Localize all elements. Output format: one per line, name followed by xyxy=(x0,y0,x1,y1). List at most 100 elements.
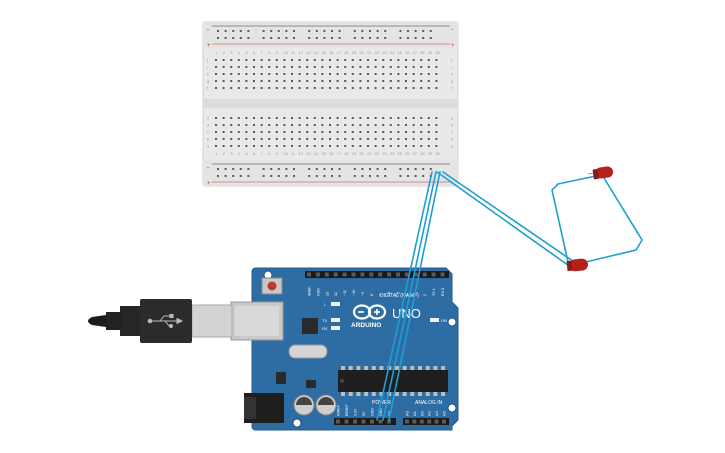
wire-breadboard-to-5v[interactable] xyxy=(376,171,433,421)
breadboard-hole[interactable] xyxy=(321,117,324,119)
breadboard-hole[interactable] xyxy=(344,80,347,82)
rail-hole[interactable] xyxy=(429,168,432,170)
breadboard-hole[interactable] xyxy=(344,145,347,147)
rail-hole[interactable] xyxy=(232,175,235,177)
wire-led-top-left[interactable] xyxy=(551,175,597,263)
breadboard-hole[interactable] xyxy=(427,145,430,147)
rail-hole[interactable] xyxy=(361,175,364,177)
breadboard-hole[interactable] xyxy=(382,124,385,126)
breadboard-hole[interactable] xyxy=(397,80,400,82)
breadboard-hole[interactable] xyxy=(245,145,248,147)
breadboard-hole[interactable] xyxy=(427,59,430,61)
breadboard-hole[interactable] xyxy=(382,138,385,140)
digital-pin[interactable] xyxy=(413,272,418,277)
breadboard-hole[interactable] xyxy=(427,87,430,89)
breadboard-hole[interactable] xyxy=(397,66,400,68)
breadboard-hole[interactable] xyxy=(382,117,385,119)
digital-pin[interactable] xyxy=(404,272,409,277)
breadboard-hole[interactable] xyxy=(283,138,286,140)
breadboard-hole[interactable] xyxy=(237,131,240,133)
breadboard-hole[interactable] xyxy=(382,73,385,75)
breadboard-hole[interactable] xyxy=(275,138,278,140)
breadboard-hole[interactable] xyxy=(405,117,407,119)
breadboard-hole[interactable] xyxy=(215,117,217,119)
usb-cable[interactable] xyxy=(88,299,233,343)
rail-hole[interactable] xyxy=(224,30,227,32)
rail-hole[interactable] xyxy=(338,175,341,177)
rail-hole[interactable] xyxy=(422,37,425,39)
rail-hole[interactable] xyxy=(224,175,227,177)
breadboard-hole[interactable] xyxy=(230,145,233,147)
breadboard-hole[interactable] xyxy=(268,59,271,61)
breadboard-hole[interactable] xyxy=(336,131,339,133)
breadboard-hole[interactable] xyxy=(291,117,293,119)
breadboard-hole[interactable] xyxy=(374,80,377,82)
breadboard-hole[interactable] xyxy=(245,59,248,61)
breadboard-hole[interactable] xyxy=(245,131,248,133)
breadboard-hole[interactable] xyxy=(283,117,286,119)
rail-hole[interactable] xyxy=(315,175,318,177)
led-top[interactable] xyxy=(587,166,614,180)
breadboard-hole[interactable] xyxy=(313,117,316,119)
breadboard-hole[interactable] xyxy=(420,117,423,119)
breadboard-hole[interactable] xyxy=(298,87,301,89)
breadboard-hole[interactable] xyxy=(336,117,339,119)
breadboard-hole[interactable] xyxy=(374,145,377,147)
breadboard-hole[interactable] xyxy=(222,138,225,140)
breadboard-hole[interactable] xyxy=(237,59,240,61)
breadboard-hole[interactable] xyxy=(321,145,324,147)
wire-breadboard-to-led-bottom[interactable] xyxy=(436,171,573,269)
breadboard-hole[interactable] xyxy=(351,87,354,89)
rail-hole[interactable] xyxy=(407,37,409,39)
rail-hole[interactable] xyxy=(270,175,273,177)
breadboard-hole[interactable] xyxy=(359,138,362,140)
rail-hole[interactable] xyxy=(376,175,379,177)
breadboard-hole[interactable] xyxy=(275,131,278,133)
breadboard-hole[interactable] xyxy=(260,66,263,68)
breadboard-hole[interactable] xyxy=(389,117,392,119)
breadboard-hole[interactable] xyxy=(237,66,240,68)
rail-hole[interactable] xyxy=(217,168,219,170)
breadboard-hole[interactable] xyxy=(389,131,392,133)
breadboard-hole[interactable] xyxy=(230,138,233,140)
breadboard-hole[interactable] xyxy=(222,66,225,68)
breadboard-hole[interactable] xyxy=(435,66,438,68)
rail-hole[interactable] xyxy=(247,175,250,177)
breadboard-hole[interactable] xyxy=(344,124,347,126)
breadboard-hole[interactable] xyxy=(298,145,301,147)
rail-hole[interactable] xyxy=(262,168,265,170)
digital-pin[interactable] xyxy=(307,272,311,277)
breadboard-hole[interactable] xyxy=(420,73,423,75)
rail-hole[interactable] xyxy=(384,30,387,32)
breadboard-hole[interactable] xyxy=(397,124,400,126)
breadboard-hole[interactable] xyxy=(298,73,301,75)
breadboard-hole[interactable] xyxy=(275,124,278,126)
breadboard-hole[interactable] xyxy=(351,80,354,82)
rail-hole[interactable] xyxy=(407,168,409,170)
rail-hole[interactable] xyxy=(293,30,295,32)
breadboard-hole[interactable] xyxy=(405,80,407,82)
breadboard-hole[interactable] xyxy=(222,59,225,61)
breadboard-hole[interactable] xyxy=(329,59,331,61)
header-pins[interactable] xyxy=(307,272,446,424)
breadboard-hole[interactable] xyxy=(268,73,271,75)
breadboard-hole[interactable] xyxy=(359,145,362,147)
rail-hole[interactable] xyxy=(414,175,417,177)
breadboard-hole[interactable] xyxy=(283,145,286,147)
rail-hole[interactable] xyxy=(232,37,235,39)
breadboard-hole[interactable] xyxy=(291,138,293,140)
breadboard-hole[interactable] xyxy=(351,59,354,61)
breadboard-hole[interactable] xyxy=(306,80,309,82)
breadboard-hole[interactable] xyxy=(435,124,438,126)
breadboard-hole[interactable] xyxy=(351,131,354,133)
rail-hole[interactable] xyxy=(353,37,356,39)
rail-hole[interactable] xyxy=(277,168,280,170)
breadboard-hole[interactable] xyxy=(405,124,407,126)
breadboard-hole[interactable] xyxy=(253,66,255,68)
breadboard-hole[interactable] xyxy=(245,66,248,68)
reset-button[interactable] xyxy=(267,281,277,291)
breadboard-hole[interactable] xyxy=(230,73,233,75)
breadboard-hole[interactable] xyxy=(237,117,240,119)
breadboard-hole[interactable] xyxy=(382,145,385,147)
rail-hole[interactable] xyxy=(414,37,417,39)
